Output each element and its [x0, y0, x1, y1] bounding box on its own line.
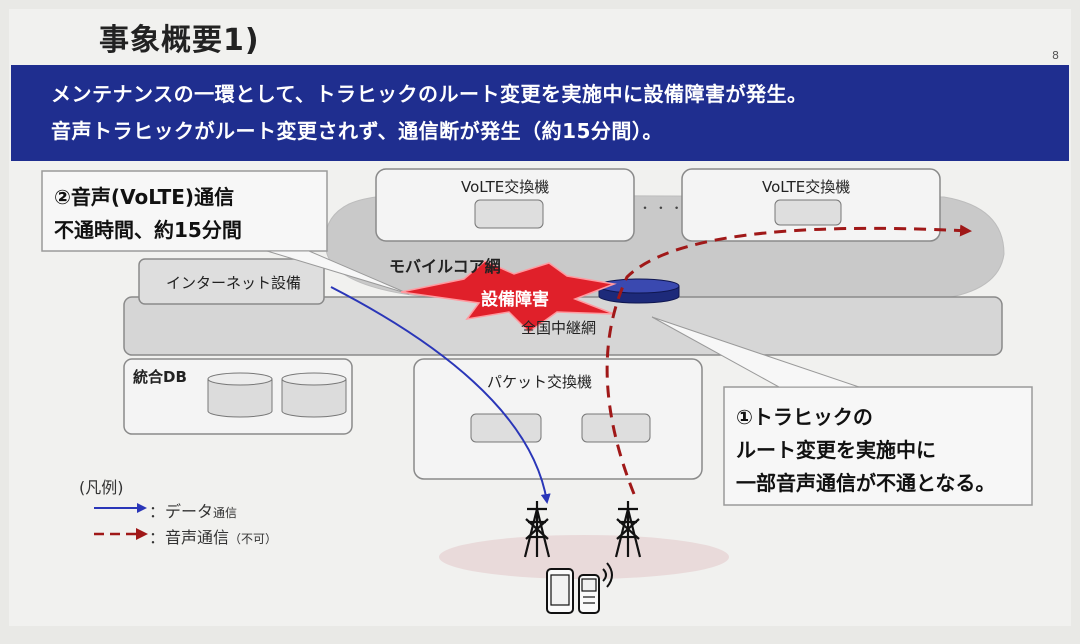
- internet-equipment-label: インターネット設備: [166, 274, 302, 292]
- legend-voice-label: ：音声通信: [149, 528, 230, 547]
- data-traffic-path: [330, 286, 551, 504]
- traffic-reroute-callout-line-2: ルート変更を実施中に: [736, 438, 936, 462]
- legend-voice: ：音声通信（不可）: [149, 524, 277, 548]
- cell-tower-icon-1: [523, 501, 551, 558]
- voice-traffic-path: [605, 224, 972, 495]
- slide-title: 事象概要1): [99, 23, 260, 58]
- cell-tower-icon-2: [614, 501, 642, 558]
- legend-data-label: ：データ: [149, 502, 214, 521]
- voice-outage-callout-line-1: ②音声(VoLTE)通信: [54, 185, 235, 209]
- integrated-db-label: 統合DB: [133, 368, 187, 386]
- failure-burst: [400, 260, 617, 333]
- router-icon: [598, 278, 680, 304]
- network-diagram: [41, 168, 1033, 614]
- traffic-reroute-callout-line-3: 一部音声通信が不通となる。: [736, 471, 996, 495]
- voice-outage-callout-box: [41, 170, 328, 252]
- traffic-reroute-callout-box: [723, 386, 1033, 506]
- mobile-core-network-label: モバイルコア網: [389, 257, 501, 276]
- summary-line-2: 音声トラヒックがルート変更されず、通信断が発生（約15分間）。: [51, 119, 663, 143]
- failure-label: 設備障害: [481, 290, 549, 310]
- legend-data: ：データ通信: [149, 498, 237, 522]
- feature-phone-icon: [578, 574, 600, 614]
- coverage-area: [439, 535, 729, 579]
- national-relay-network-label: 全国中継網: [521, 319, 597, 337]
- smartphone-icon: [546, 568, 574, 614]
- traffic-reroute-callout-pointer: [651, 316, 860, 388]
- database-icon-1: [207, 372, 273, 418]
- packet-exchange-unit-1: [470, 413, 542, 443]
- database-icon-2: [281, 372, 347, 418]
- summary-banner: メンテナンスの一環として、トラヒックのルート変更を実施中に設備障害が発生。 音声…: [11, 65, 1069, 161]
- summary-line-1: メンテナンスの一環として、トラヒックのルート変更を実施中に設備障害が発生。: [51, 82, 808, 106]
- internet-equipment-box: [138, 258, 325, 305]
- legend-title: (凡例): [79, 478, 124, 497]
- page-number: 8: [1052, 49, 1059, 62]
- signal-waves-icon: [602, 562, 613, 588]
- slide: 事象概要1) 8 メンテナンスの一環として、トラヒックのルート変更を実施中に設備…: [9, 9, 1071, 626]
- legend-data-suffix: 通信: [213, 506, 238, 520]
- volte-exchange-label-2: VoLTE交換機: [762, 178, 851, 196]
- volte-exchange-unit-1: [474, 199, 544, 229]
- legend-voice-suffix: （不可）: [229, 532, 278, 546]
- packet-exchange-label: パケット交換機: [487, 373, 593, 391]
- traffic-reroute-callout-line-1: ①トラヒックの: [736, 405, 873, 429]
- exchange-ellipsis: ・ ・ ・: [639, 201, 683, 215]
- volte-exchange-unit-2: [774, 199, 842, 226]
- voice-outage-callout-pointer: [266, 250, 410, 295]
- packet-exchange-unit-2: [581, 413, 651, 443]
- volte-exchange-label-1: VoLTE交換機: [461, 178, 550, 196]
- packet-exchange-box: [413, 358, 703, 480]
- voice-outage-callout-line-2: 不通時間、約15分間: [54, 218, 242, 242]
